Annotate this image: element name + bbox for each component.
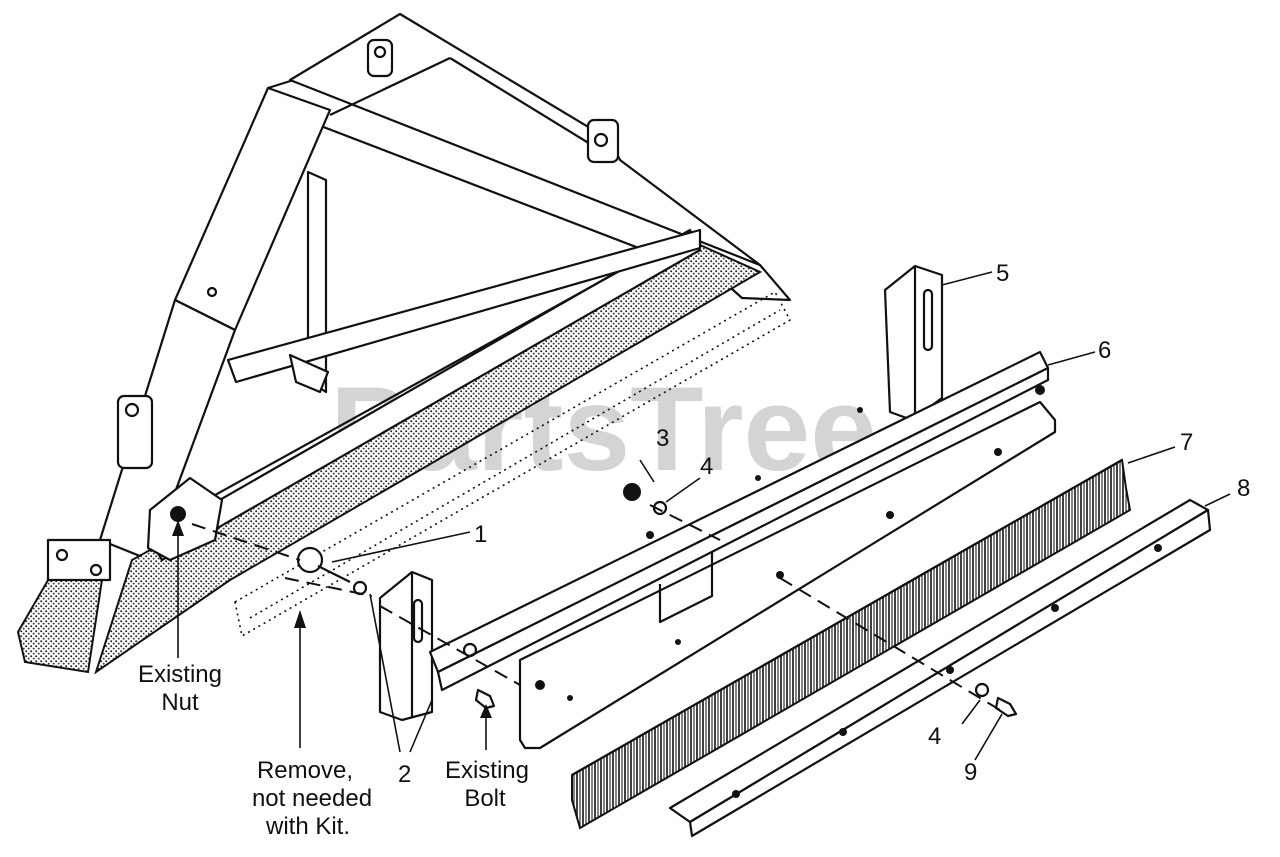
deck-frame [16, 12, 792, 675]
note-existing-nut-line2: Nut [161, 689, 199, 716]
note-remove: Remove, not needed with Kit. [252, 757, 372, 840]
callout-4a: 4 [700, 453, 713, 480]
removed-flap [234, 290, 792, 638]
note-remove-line3: with Kit. [265, 813, 350, 840]
part-1-bolt-head [296, 546, 324, 574]
part-2-bracket [378, 570, 434, 722]
part-3-nut [623, 483, 641, 501]
part-5-bracket [883, 264, 944, 422]
callout-6: 6 [1098, 337, 1111, 364]
callout-2: 2 [398, 761, 411, 788]
leader-lines [172, 271, 1231, 761]
callout-4b: 4 [928, 723, 941, 750]
callout-9: 9 [964, 759, 977, 786]
assembly-lines [191, 504, 1001, 711]
callout-1: 1 [474, 521, 487, 548]
part-8-angle [668, 498, 1212, 838]
callout-7: 7 [1180, 429, 1193, 456]
part-6-mount-bar [428, 350, 1057, 750]
callout-5: 5 [996, 260, 1009, 287]
note-existing-nut: Existing Nut [138, 661, 222, 716]
note-existing-bolt: Existing Bolt [445, 757, 529, 812]
note-remove-line1: Remove, [257, 757, 353, 784]
callout-numbers: 1 2 3 4 5 6 7 8 4 9 [398, 260, 1250, 788]
callout-8: 8 [1237, 475, 1250, 502]
callout-3: 3 [656, 425, 669, 452]
note-existing-bolt-line2: Bolt [464, 785, 506, 812]
note-existing-nut-line1: Existing [138, 661, 222, 688]
note-existing-bolt-line1: Existing [445, 757, 529, 784]
note-remove-line2: not needed [252, 785, 372, 812]
